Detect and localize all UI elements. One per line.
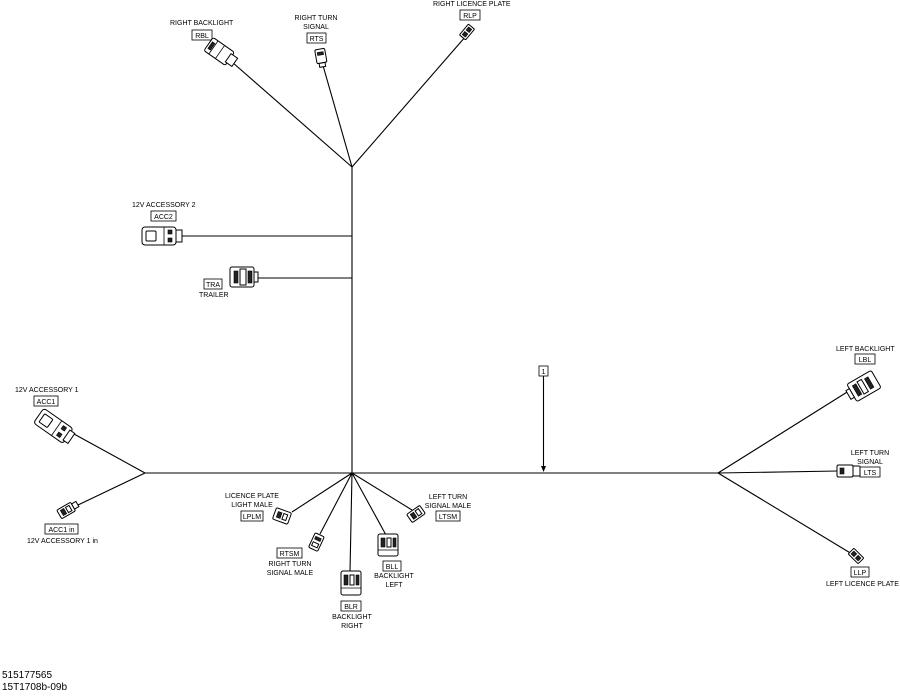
connector-lbl-icon [845, 370, 881, 402]
wire-lbl [717, 388, 853, 474]
wire-rtsm [319, 472, 353, 535]
connector-lts[interactable]: LEFT TURN SIGNAL LTS [836, 450, 889, 478]
connector-acc2-icon [141, 226, 183, 246]
wire-rts [321, 61, 353, 168]
callout-1: 1 [538, 365, 549, 472]
connector-lplm-name-line1: LICENCE PLATE [225, 493, 279, 500]
connector-ltsm-name-line2: SIGNAL MALE [425, 503, 472, 510]
connector-rts-name-line1: RIGHT TURN [295, 15, 338, 22]
connector-lts-icon [836, 464, 861, 478]
wire-rbl [231, 61, 353, 168]
connector-blr-name-line2: RIGHT [341, 623, 364, 630]
connector-rbl-name: RIGHT BACKLIGHT [170, 20, 234, 27]
connector-acc1-icon [34, 408, 76, 445]
connector-blr-icon [340, 570, 362, 596]
wire-rlp [351, 35, 467, 168]
connector-rlp-code: RLP [463, 13, 477, 20]
drawing-id: 15T1708b-09b [2, 682, 68, 693]
wire-blr [349, 472, 353, 573]
connector-lplm-icon [272, 507, 292, 525]
connector-bll[interactable]: BLL BACKLIGHT LEFT [374, 533, 415, 589]
connector-rts[interactable]: RIGHT TURN SIGNAL RTS [295, 15, 338, 68]
connector-acc1-code: ACC1 [37, 399, 56, 406]
wire-acc1 [73, 433, 146, 474]
connector-ltsm-code: LTSM [439, 514, 457, 521]
connector-bll-name-line2: LEFT [385, 582, 403, 589]
part-number: 515177565 [2, 670, 53, 681]
connector-rtsm-code: RTSM [280, 551, 300, 558]
connector-rlp[interactable]: RIGHT LICENCE PLATE RLP [433, 1, 511, 41]
connector-acc1in-code: ACC1 in [48, 527, 74, 534]
connector-llp-code: LLP [854, 570, 867, 577]
connector-bll-icon [377, 533, 399, 557]
connector-acc1-name: 12V ACCESSORY 1 [15, 387, 79, 394]
connector-rtsm[interactable]: RTSM RIGHT TURN SIGNAL MALE [267, 532, 325, 577]
connector-lplm[interactable]: LICENCE PLATE LIGHT MALE LPLM [225, 493, 292, 525]
connector-blr[interactable]: BLR BACKLIGHT RIGHT [332, 570, 373, 630]
connector-rtsm-name-line1: RIGHT TURN [269, 561, 312, 568]
wire-llp [717, 472, 853, 555]
wire-bll [351, 472, 387, 536]
connector-llp-name: LEFT LICENCE PLATE [826, 581, 899, 588]
connector-rbl-icon [204, 37, 239, 68]
connector-rts-name-line2: SIGNAL [303, 24, 329, 31]
connector-llp-icon [848, 548, 864, 564]
connector-lbl-name: LEFT BACKLIGHT [836, 346, 895, 353]
connector-rlp-name: RIGHT LICENCE PLATE [433, 1, 511, 8]
wire-acc1in [77, 472, 146, 506]
connector-tra-icon [229, 266, 259, 288]
connector-rts-icon [314, 47, 328, 68]
connector-acc1in-name: 12V ACCESSORY 1 in [27, 538, 98, 545]
connector-bll-code: BLL [386, 564, 399, 571]
connector-tra-name: TRAILER [199, 292, 229, 299]
connector-lts-name-line1: LEFT TURN [851, 450, 889, 457]
connector-rts-code: RTS [310, 36, 324, 43]
wire-lts [717, 470, 839, 474]
connector-blr-name-line1: BACKLIGHT [332, 614, 372, 621]
harness-wires [73, 35, 853, 573]
callout-label: 1 [542, 369, 546, 376]
wire-lplm [291, 472, 353, 513]
connector-rtsm-name-line2: SIGNAL MALE [267, 570, 314, 577]
connector-acc2[interactable]: 12V ACCESSORY 2 ACC2 [132, 202, 196, 246]
connector-lbl[interactable]: LEFT BACKLIGHT LBL [836, 346, 895, 404]
connector-acc2-name: 12V ACCESSORY 2 [132, 202, 196, 209]
connector-tra-code: TRA [206, 282, 220, 289]
connector-ltsm-name-line1: LEFT TURN [429, 494, 467, 501]
connector-llp[interactable]: LLP LEFT LICENCE PLATE [826, 548, 899, 588]
connector-rbl-code: RBL [195, 33, 209, 40]
connector-acc1in[interactable]: ACC1 in 12V ACCESSORY 1 in [27, 500, 98, 545]
callout-arrowhead [541, 466, 546, 472]
connector-ltsm-icon [406, 505, 426, 523]
connector-acc1in-icon [56, 500, 80, 519]
connector-rlp-icon [459, 23, 475, 41]
connector-rbl[interactable]: RIGHT BACKLIGHT RBL [170, 20, 239, 69]
connector-tra[interactable]: TRA TRAILER [199, 266, 259, 299]
connector-lbl-code: LBL [859, 357, 872, 364]
connector-lplm-name-line2: LIGHT MALE [231, 502, 273, 509]
connector-lplm-code: LPLM [243, 514, 261, 521]
connector-ltsm[interactable]: LEFT TURN SIGNAL MALE LTSM [406, 494, 472, 523]
connector-lts-name-line2: SIGNAL [857, 459, 883, 466]
connector-blr-code: BLR [344, 604, 358, 611]
connector-bll-name-line1: BACKLIGHT [374, 573, 414, 580]
wire-ltsm [351, 472, 413, 511]
connector-lts-code: LTS [864, 470, 877, 477]
connector-acc2-code: ACC2 [154, 214, 173, 221]
connector-rtsm-icon [308, 532, 325, 552]
connector-acc1[interactable]: 12V ACCESSORY 1 ACC1 [15, 387, 79, 446]
